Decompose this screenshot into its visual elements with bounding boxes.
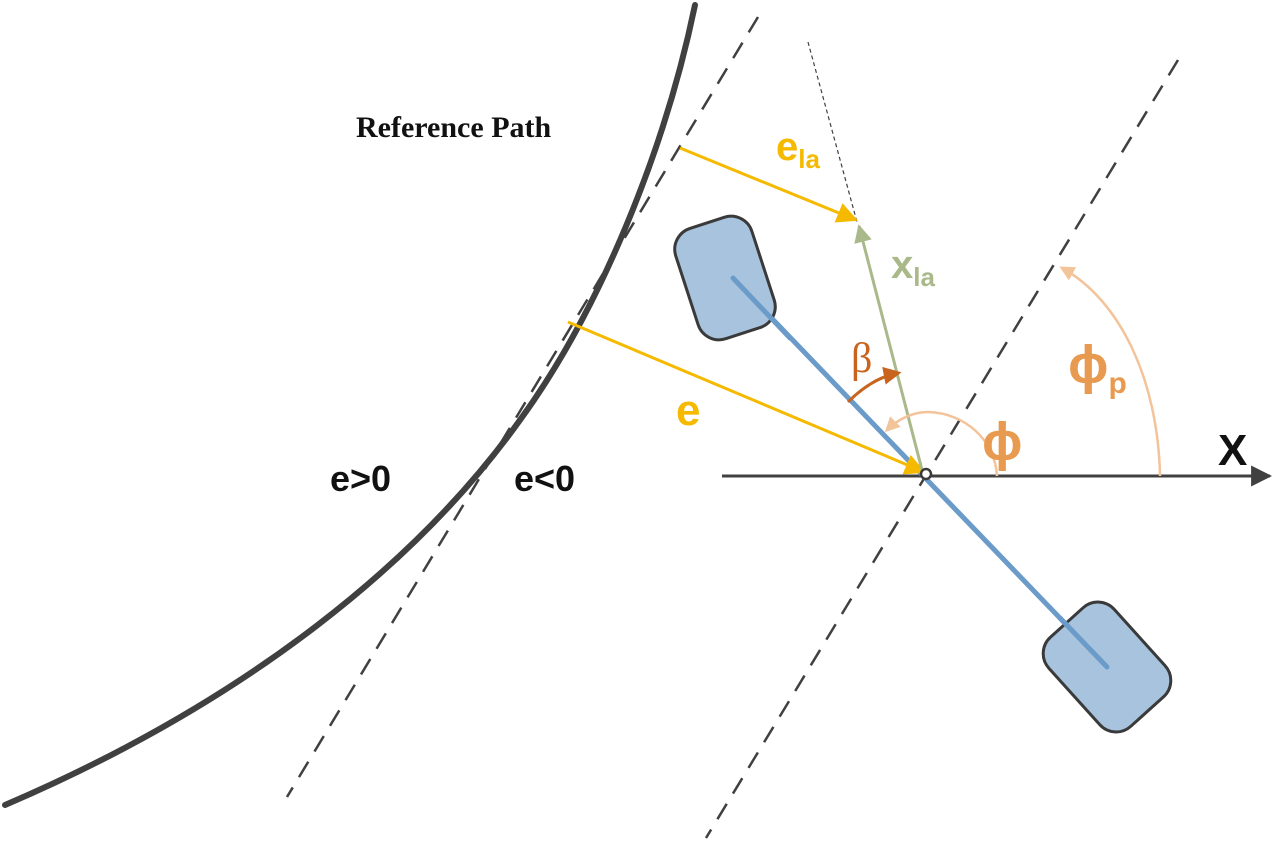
phi-p-label: ϕp: [1068, 335, 1127, 400]
e-la-arrow: [679, 146, 858, 223]
e-la-label-main: e: [776, 125, 798, 169]
e-negative-label: e<0: [514, 458, 575, 499]
e-la-label-sub: la: [798, 144, 820, 174]
e-label: e: [676, 386, 700, 435]
phi-p-arc: [1059, 266, 1162, 477]
beta-arc: [846, 366, 902, 404]
phi-p-label-sub: p: [1108, 367, 1126, 400]
vehicle-axle-line-rear: [1057, 615, 1110, 670]
x-la-arrow: [854, 224, 924, 471]
front-wheel: [673, 214, 777, 342]
reference-point: [919, 467, 933, 481]
x-la-label: xla: [891, 243, 935, 292]
reference-path-curve: [2, 2, 698, 808]
beta-label: β: [851, 336, 872, 382]
e-la-label: ela: [776, 125, 820, 174]
lookahead-extension-line: [807, 41, 858, 223]
e-arrow: [567, 320, 926, 475]
x-la-label-sub: la: [913, 262, 935, 292]
phi-p-label-main: ϕ: [1068, 335, 1108, 395]
x-axis-label: X: [1218, 426, 1247, 475]
dashed-line-vehicle: [704, 59, 1180, 839]
phi-label: ϕ: [982, 412, 1022, 472]
reference-path-label: Reference Path: [356, 111, 552, 144]
vehicle-axle-line-front: [730, 275, 793, 341]
x-la-label-main: x: [891, 243, 913, 287]
dashed-line-near-path: [285, 16, 760, 798]
e-positive-label: e>0: [330, 458, 391, 499]
phi-arc: [884, 410, 999, 477]
